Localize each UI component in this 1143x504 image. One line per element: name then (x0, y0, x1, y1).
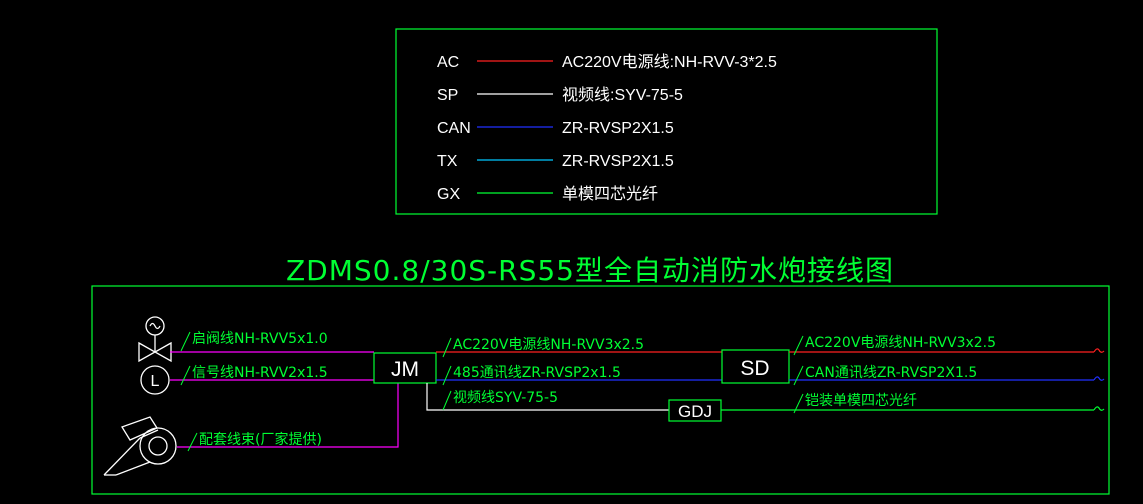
legend-code-gx: GX (437, 186, 460, 203)
sd-can-label: CAN通讯线ZR-RVSP2X1.5 (805, 365, 977, 381)
jm-video-label: 视频线SYV-75-5 (453, 390, 558, 406)
control-wiring (170, 351, 399, 448)
legend-code-ac: AC (437, 54, 459, 71)
jm-power-label: AC220V电源线NH-RVV3x2.5 (453, 337, 644, 353)
legend-desc-ac: AC220V电源线:NH-RVV-3*2.5 (562, 53, 777, 71)
legend-desc-can: ZR-RVSP2X1.5 (562, 120, 674, 137)
legend-code-can: CAN (437, 120, 471, 137)
legend-desc-tx: ZR-RVSP2X1.5 (562, 153, 674, 170)
legend-desc-gx: 单模四芯光纤 (562, 185, 658, 203)
legend-code-tx: TX (437, 153, 458, 170)
jm-box (373, 352, 437, 384)
sd-power-label: AC220V电源线NH-RVV3x2.5 (805, 335, 996, 351)
legend-desc-sp: 视频线:SYV-75-5 (562, 86, 683, 104)
valve-line-label: 启阀线NH-RVV5x1.0 (192, 331, 328, 347)
gdj-fiber-label: 铠装单模四芯光纤 (805, 393, 917, 409)
water-cannon-icon (103, 416, 177, 476)
diagram-frame (91, 285, 1110, 495)
video-line-jm-gdj (426, 383, 669, 411)
legend-code-sp: SP (437, 87, 458, 104)
limit-switch-icon: L (140, 365, 170, 395)
motor-valve-icon (138, 316, 172, 363)
jm-label: JM (391, 358, 419, 381)
gdj-label: GDJ (678, 402, 712, 421)
break-mark-icon (1093, 348, 1105, 411)
harness-label: 配套线束(厂家提供) (199, 431, 322, 448)
svg-text:L: L (151, 373, 160, 390)
diagram-title: ZDMS0.8/30S-RS55型全自动消防水炮接线图 (286, 254, 894, 287)
line-annotations: 启阀线NH-RVV5x1.0 信号线NH-RVV2x1.5 配套线束(厂家提供)… (180, 331, 996, 452)
legend-frame (395, 28, 938, 215)
legend: AC AC220V电源线:NH-RVV-3*2.5SP 视频线:SYV-75-5CA… (437, 53, 777, 203)
sd-box (721, 349, 790, 384)
jm-485-label: 485通讯线ZR-RVSP2x1.5 (453, 365, 621, 381)
signal-line-label: 信号线NH-RVV2x1.5 (192, 365, 328, 381)
sd-label: SD (740, 357, 769, 380)
